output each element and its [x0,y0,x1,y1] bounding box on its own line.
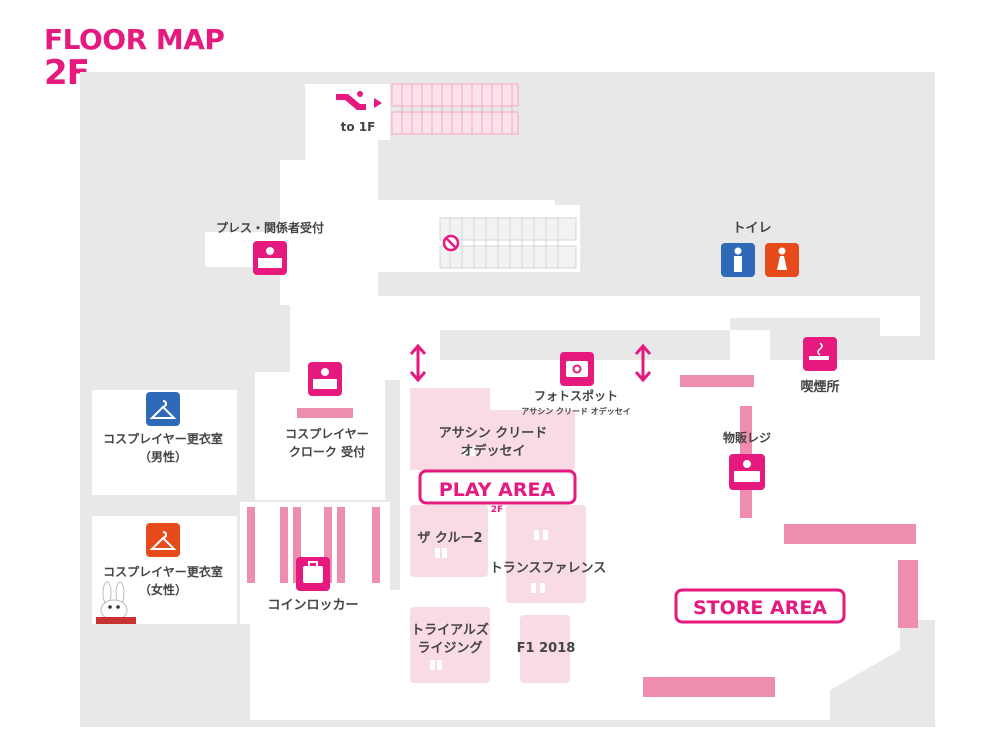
game-transference: トランスファレンス [490,561,606,576]
locker-label: コインロッカー [267,598,358,613]
press-label: プレス・関係者受付 [216,220,324,235]
smoking-label: 喫煙所 [800,379,839,395]
play-area-label: PLAY AREA [439,479,556,501]
reception-icon [308,362,342,396]
closed-stair-lines [449,218,559,268]
play-area-banner: PLAY AREA 2F [418,469,577,515]
seat-markers [430,446,548,670]
to-1f-label: to 1F [341,120,376,134]
cos-cloak-label-2: クローク 受付 [289,444,365,459]
double-arrow-icon [634,343,652,383]
male-toilet-icon [721,243,755,277]
game-trials-1: トライアルズ [411,622,489,638]
play-area-floor: 2F [491,505,503,515]
no-entry-icon [442,234,460,252]
double-arrow-icon [409,343,427,383]
escalator-stairs [391,83,519,135]
game-crew: ザ クルー2 [417,531,482,546]
game-f1: F1 2018 [517,641,576,656]
cos-male-label-2: （男性） [139,449,187,464]
rabbid-mascot-icon [96,581,136,624]
reception-icon [253,241,287,275]
play-zones [410,388,586,683]
store-area-banner: STORE AREA [674,588,846,624]
smoking-icon [803,337,837,371]
goods-register-label: 物販レジ [723,430,771,445]
cos-female-label-1: コスプレイヤー更衣室 [103,564,223,579]
camera-icon [560,352,594,386]
photospot-label: フォトスポット [534,388,618,403]
zone-assassin [410,388,575,470]
cos-cloak-label-1: コスプレイヤー [285,426,369,441]
female-toilet-icon [765,243,799,277]
zone-f1 [520,615,570,683]
game-assassin-2: オデッセイ [460,443,525,459]
locker-icon [296,557,330,591]
photospot-sub-label: アサシン クリード オデッセイ [521,406,631,416]
game-trials-2: ライジング [417,640,482,656]
title-floor-map: FLOOR MAP [44,23,225,56]
counters [247,375,918,697]
zone-crew [410,505,488,577]
toilet-label: トイレ [732,221,771,236]
zone-transference [506,505,586,603]
cos-male-label-1: コスプレイヤー更衣室 [103,431,223,446]
stair-lines [401,84,513,134]
store-area-label: STORE AREA [693,597,827,619]
cos-female-label-2: （女性） [139,582,187,597]
hanger-icon [146,392,180,426]
game-assassin-1: アサシン クリード [439,426,548,441]
hanger-icon [146,523,180,557]
register-icon [729,454,765,490]
escalator-icon [336,91,382,110]
